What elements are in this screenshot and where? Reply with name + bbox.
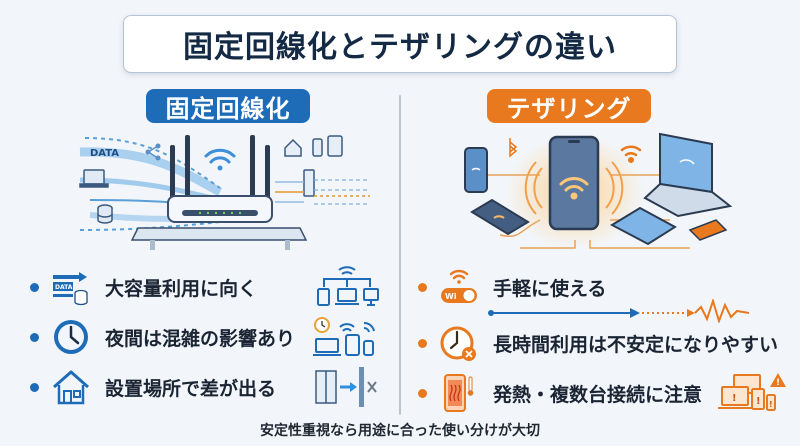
bullet	[418, 282, 427, 292]
server-icon	[303, 169, 315, 197]
svg-text:!: !	[776, 378, 780, 388]
smartphone-icon	[470, 198, 530, 236]
svg-text:Wi: Wi	[445, 292, 457, 301]
database-icon	[97, 204, 113, 224]
svg-text:!: !	[732, 393, 737, 404]
unstable-signal-line-icon	[488, 299, 750, 323]
feature-text: 手軽に使える	[493, 277, 607, 300]
tethering-illustration	[464, 132, 733, 250]
feature-large-capacity: DATA 大容量利用に向く	[30, 262, 390, 312]
feature-text: 大容量利用に向く	[105, 277, 258, 300]
feature-easy-to-use: Wi 手軽に使える	[418, 262, 798, 312]
svg-text:DATA: DATA	[90, 148, 119, 159]
congested-devices-icon	[313, 317, 375, 356]
smartphone-icon	[688, 219, 728, 241]
laptop-icon	[643, 132, 733, 218]
device-warning-icon: !!! !	[718, 373, 786, 411]
clock-icon	[51, 317, 91, 357]
tethering-label-text: テザリング	[506, 94, 632, 123]
wall-blocked-signal-icon	[315, 367, 377, 407]
feature-text: 設置場所で差が出る	[105, 377, 277, 400]
page-title: 固定回線化とテザリングの違い	[183, 30, 617, 65]
svg-text:DATA: DATA	[55, 284, 73, 291]
fixed-line-features: DATA 大容量利用に向く 夜間は混雑の影響	[30, 262, 390, 412]
phone-heat-icon	[439, 373, 479, 413]
bullet	[30, 332, 39, 342]
summary-footer: 安定性重視なら用途に合った使い分けが大切	[260, 423, 540, 439]
tethering-label: テザリング	[487, 89, 651, 123]
bullet	[418, 338, 427, 348]
feature-unstable-long-use: 長時間利用は不安定になりやすい	[418, 318, 798, 368]
router-icon	[130, 135, 308, 250]
bluetooth-icon	[509, 138, 518, 158]
feature-text: 長時間利用は不安定になりやすい	[493, 333, 779, 356]
feature-location-dependent: 設置場所で差が出る	[30, 362, 390, 412]
smartphone-icon	[464, 147, 488, 193]
tablet-icon	[609, 206, 677, 246]
multi-device-network-icon	[317, 266, 379, 306]
column-divider	[399, 95, 401, 415]
tethering-features: Wi 手軽に使える 長時間利用は不安定になりやすい	[418, 262, 798, 418]
smartphone-icon	[312, 138, 323, 157]
router-illustration: DATA	[79, 135, 370, 250]
wifi-icon	[620, 145, 642, 164]
home-icon	[284, 138, 302, 157]
smartphone-hotspot-icon	[524, 135, 624, 231]
bullet	[30, 282, 39, 292]
data-transfer-icon: DATA	[51, 267, 91, 307]
fixed-line-label: 固定回線化	[146, 89, 310, 123]
svg-text:!: !	[769, 400, 773, 409]
house-icon	[51, 367, 91, 407]
tablet-icon	[327, 135, 343, 157]
feature-text: 夜間は混雑の影響あり	[105, 327, 296, 350]
clock-error-icon	[439, 323, 479, 363]
laptop-icon	[79, 169, 109, 188]
wifi-toggle-icon: Wi	[439, 267, 479, 307]
share-icon	[145, 143, 161, 161]
wifi-icon	[204, 148, 236, 171]
feature-text: 発熱・複数台接続に注意	[493, 383, 703, 406]
svg-text:!: !	[756, 396, 761, 407]
bullet	[30, 382, 39, 392]
bullet	[418, 388, 427, 398]
title-banner: 固定回線化とテザリングの違い	[123, 15, 677, 73]
feature-heat-multi-device: 発熱・複数台接続に注意 !!! !	[418, 368, 798, 418]
fixed-line-label-text: 固定回線化	[165, 94, 291, 123]
feature-night-congestion: 夜間は混雑の影響あり	[30, 312, 390, 362]
